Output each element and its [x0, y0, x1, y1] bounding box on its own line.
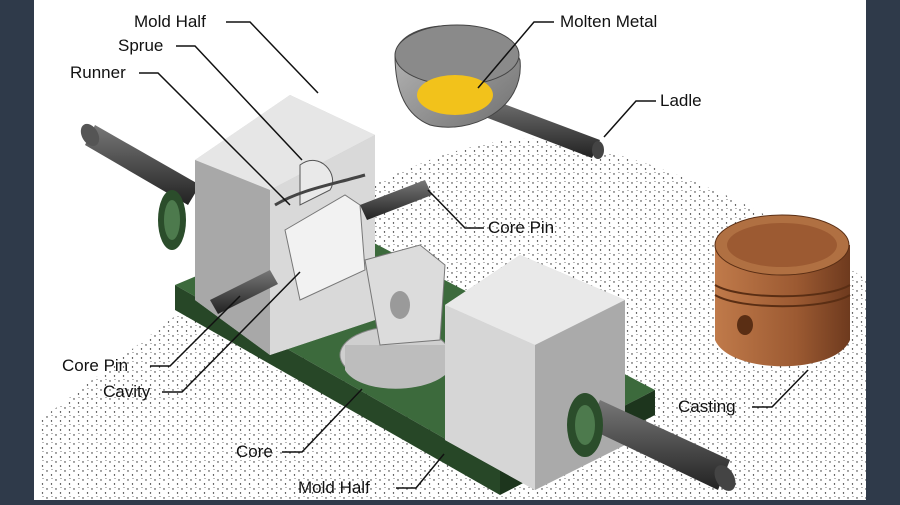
left-frame	[0, 0, 34, 500]
ladle-part	[394, 24, 604, 159]
leader-casting	[752, 369, 809, 408]
label-sprue: Sprue	[118, 36, 164, 55]
molten-metal-fill	[417, 75, 493, 115]
core-part	[339, 244, 451, 389]
leader-core-pin-right	[427, 189, 484, 229]
mold-half-right	[445, 255, 625, 490]
leader-lines	[139, 21, 809, 489]
leader-sprue	[176, 45, 303, 161]
left-handwheel	[158, 190, 186, 250]
label-mold-half-bottom: Mold Half	[298, 478, 370, 497]
left-guide-rod	[80, 123, 200, 205]
label-mold-half-top: Mold Half	[134, 12, 206, 31]
leader-core-pin-left	[150, 295, 241, 367]
label-runner: Runner	[70, 63, 126, 82]
label-core-pin-right: Core Pin	[488, 218, 555, 237]
right-frame	[866, 0, 900, 500]
right-guide-rod	[588, 400, 736, 491]
core-pin-left-part	[210, 270, 278, 314]
leader-molten-metal	[477, 21, 554, 89]
label-casting: Casting	[678, 397, 736, 416]
leader-mold-half-bottom	[396, 453, 445, 489]
core-pin-right-part	[360, 180, 432, 220]
right-handwheel	[567, 393, 603, 457]
leader-core	[282, 388, 363, 453]
leader-ladle	[603, 100, 656, 138]
leader-mold-half-top	[226, 21, 319, 94]
leader-cavity	[162, 271, 301, 393]
label-molten-metal: Molten Metal	[560, 12, 658, 31]
leader-runner	[139, 72, 291, 206]
label-ladle: Ladle	[660, 91, 702, 110]
label-cavity: Cavity	[103, 382, 151, 401]
label-core: Core	[236, 442, 273, 461]
casting-part	[714, 214, 851, 367]
label-core-pin-left: Core Pin	[62, 356, 129, 375]
